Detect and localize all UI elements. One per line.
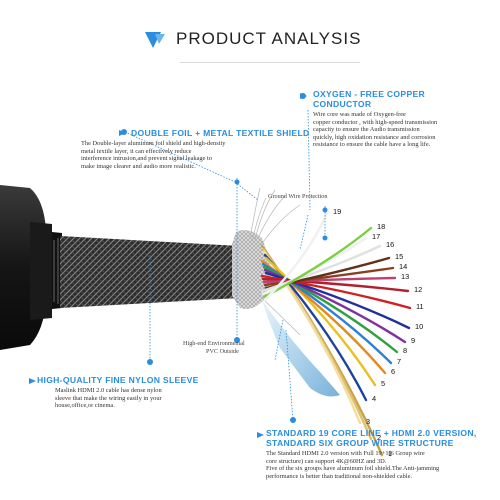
oxygen-line: resistance to ensure the cable have a lo… <box>313 141 431 149</box>
wire-number: 3 <box>366 417 371 426</box>
wire-number: 1 <box>388 449 393 458</box>
standard-line: performance is better than traditional n… <box>266 472 413 480</box>
wire-number: 6 <box>391 367 396 376</box>
wire-number: 5 <box>381 379 386 388</box>
leader-lines <box>124 109 326 421</box>
ground-wire-strands <box>249 187 301 336</box>
header-divider <box>180 62 360 63</box>
standard-line: Five of the six groups have aluminum foi… <box>266 465 440 473</box>
oxygen-line: copper conductor , with high-speed trans… <box>313 118 438 126</box>
wire-core <box>264 256 377 387</box>
wire-core <box>262 226 373 299</box>
nylon-line: sleeve that make the wiring easily in yo… <box>55 394 162 402</box>
foil-line: interference intrusion,and prevent signa… <box>81 155 212 163</box>
nylon-sleeve <box>60 236 240 308</box>
nylon-sleeve-block: HIGH-QUALITY FINE NYLON SLEEVE Maslink H… <box>27 375 199 410</box>
standard-structure-block: STANDARD 19 CORE LINE + HDMI 2.0 VERSION… <box>248 428 477 480</box>
nylon-line: house,office,or cinema. <box>55 402 115 410</box>
foil-line: metal textile layer, it can effectively … <box>81 147 192 155</box>
wire-number: 9 <box>411 336 416 345</box>
wire-core <box>263 211 329 302</box>
oxygen-conductor-block: OXYGEN - FREE COPPER CONDUCTOR Wire core… <box>313 89 437 149</box>
oxygen-line: quickly, high oxidation resistance and c… <box>313 133 436 141</box>
oxygen-title-2: CONDUCTOR <box>313 99 372 109</box>
page-title: PRODUCT ANALYSIS <box>176 29 362 48</box>
foil-line: The Double-layer aluminum foil shield an… <box>81 140 226 147</box>
wire-number: 18 <box>377 222 386 231</box>
foil-line: make image clearer and audio more realis… <box>81 162 196 170</box>
wire-number: 13 <box>401 272 410 281</box>
foil-title: DOUBLE FOIL + METAL TEXTILE SHIELD <box>131 128 310 138</box>
nylon-line: Maslink HDMI 2.0 cable has dense nylon <box>55 387 162 394</box>
oxygen-title-1: OXYGEN - FREE COPPER <box>313 89 426 99</box>
wire-core-group <box>260 211 412 457</box>
hdmi-plug-body <box>0 185 62 350</box>
oxygen-line: Wire core was made of Oxygen-free <box>313 111 406 118</box>
wire-number: 11 <box>416 302 424 311</box>
standard-title-1: STANDARD 19 CORE LINE + HDMI 2.0 VERSION… <box>266 428 477 438</box>
header: PRODUCT ANALYSIS <box>176 26 361 52</box>
wire-number: 15 <box>395 252 404 261</box>
standard-line: core structure) can support 4K@60HZ and … <box>266 457 387 465</box>
wire-number: 17 <box>372 232 381 241</box>
standard-line: The Standard HDMI 2.0 version with Full … <box>266 450 425 457</box>
oxygen-line: capacity to ensure the Audio transmissio… <box>313 126 420 134</box>
nylon-title: HIGH-QUALITY FINE NYLON SLEEVE <box>37 375 199 385</box>
wire-number: 2 <box>377 433 382 442</box>
wire-number: 12 <box>414 285 423 294</box>
foil-shield-block: DOUBLE FOIL + METAL TEXTILE SHIELD The D… <box>81 128 310 170</box>
pvc-label-1: High-end Environmental <box>183 340 245 347</box>
pvc-label-2: PVC Outside <box>206 348 239 355</box>
wire-number: 7 <box>397 357 402 366</box>
wire-number: 4 <box>372 394 377 403</box>
wire-number: 19 <box>333 207 342 216</box>
wire-number: 8 <box>403 346 408 355</box>
ground-wire-label: Ground Wire Protection <box>268 193 328 200</box>
chevron-icon <box>145 32 165 48</box>
inner-foil-shield <box>262 300 340 397</box>
wire-number: 10 <box>415 322 424 331</box>
wire-number: 16 <box>386 240 395 249</box>
wire-number: 14 <box>399 262 408 271</box>
metal-textile-shield <box>232 230 271 309</box>
standard-title-2: STANDARD SIX GROUP WIRE STRUCTURE <box>266 438 454 448</box>
